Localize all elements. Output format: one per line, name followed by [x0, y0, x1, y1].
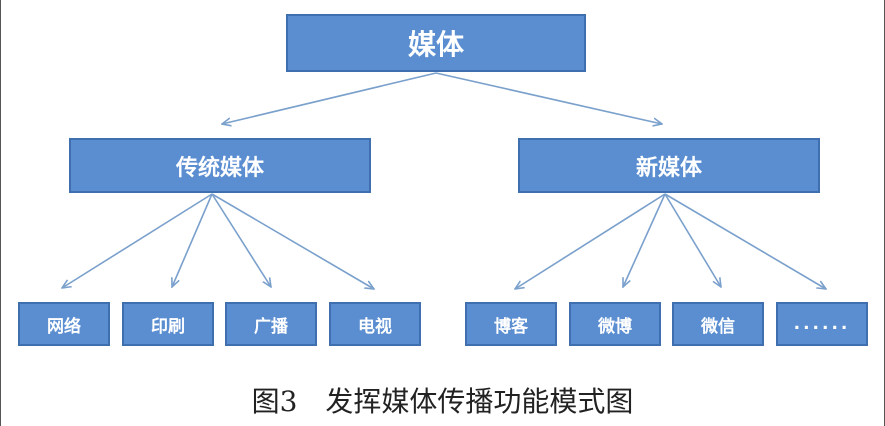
- arrow-new-to-leaf-5: [623, 193, 666, 287]
- arrow-traditional-to-leaf-0: [62, 193, 213, 288]
- arrow-new-to-leaf-7: [664, 193, 826, 289]
- arrow-new-to-leaf-4: [515, 193, 666, 289]
- leaf-node-blog: 博客: [465, 302, 557, 346]
- branch-node-traditional-media: 传统媒体: [69, 138, 371, 193]
- leaf-node-broadcast: 广播: [225, 302, 317, 346]
- leaf-node-more: ......: [776, 302, 868, 346]
- arrow-root-to-new: [435, 72, 662, 124]
- leaf-node-wechat: 微信: [672, 302, 764, 346]
- leaf-node-network: 网络: [18, 302, 110, 346]
- arrow-new-to-leaf-6: [664, 193, 721, 287]
- arrow-traditional-to-leaf-1: [172, 193, 213, 287]
- leaf-node-print: 印刷: [122, 302, 214, 346]
- arrow-traditional-to-leaf-2: [211, 193, 271, 287]
- arrow-traditional-to-leaf-3: [211, 193, 374, 289]
- leaf-node-television: 电视: [329, 302, 421, 346]
- arrow-root-to-traditional: [222, 72, 437, 124]
- root-node-media: 媒体: [286, 14, 586, 72]
- leaf-node-weibo: 微博: [569, 302, 661, 346]
- branch-node-new-media: 新媒体: [518, 138, 820, 193]
- figure-caption: 图3 发挥媒体传播功能模式图: [251, 385, 634, 418]
